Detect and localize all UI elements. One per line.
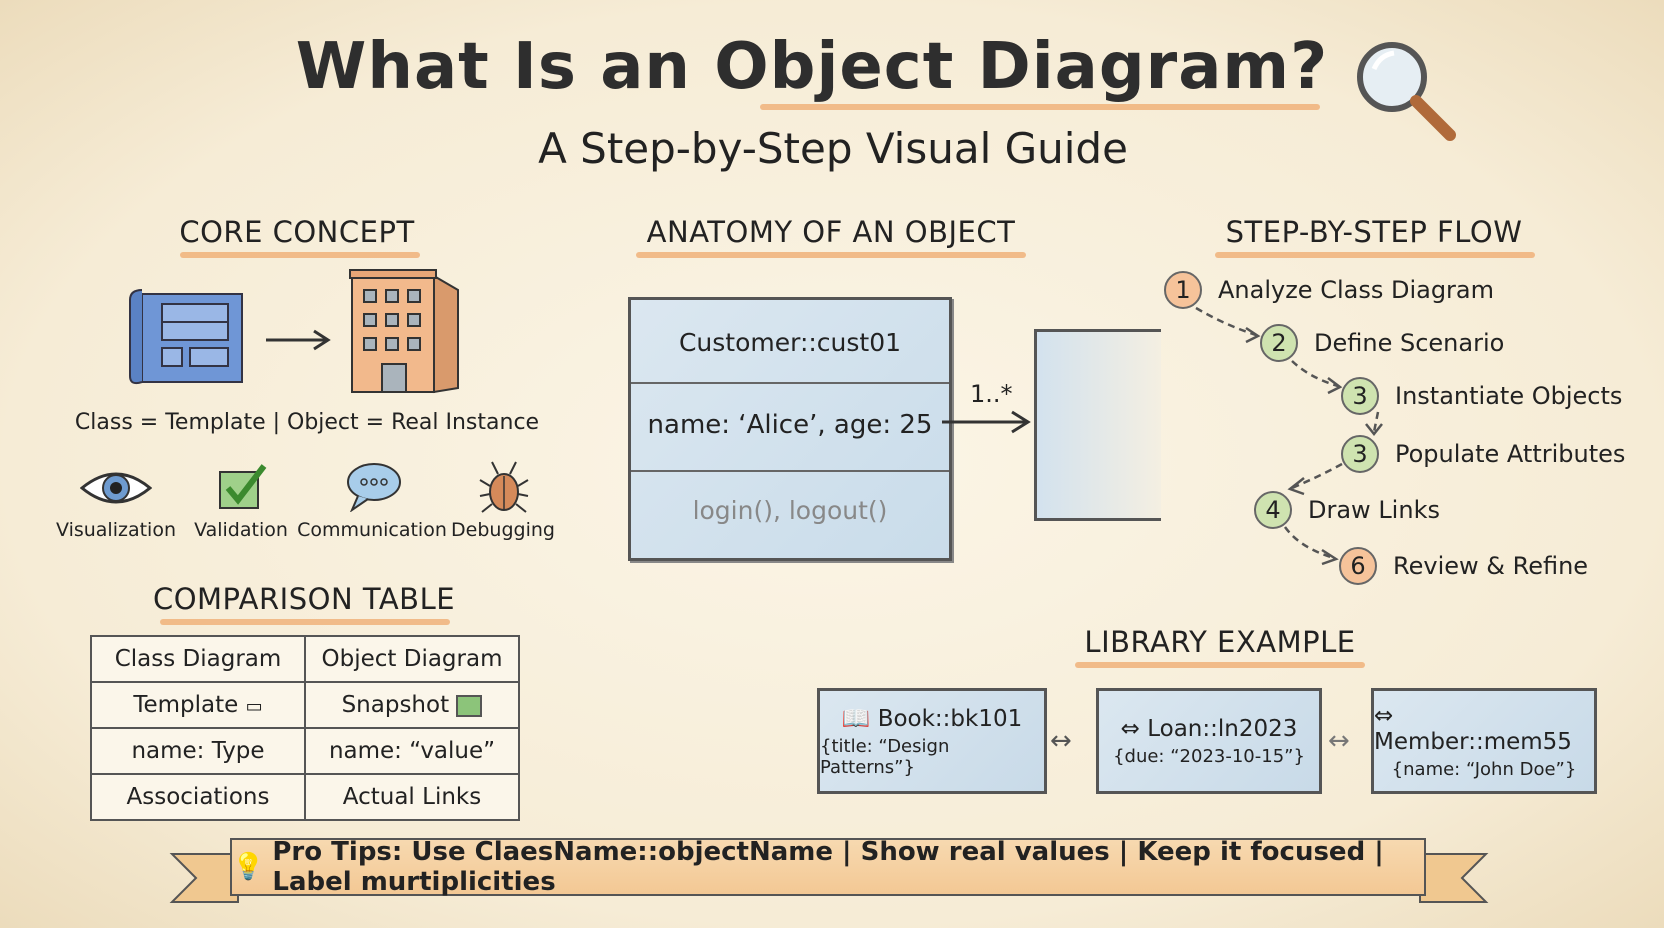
magnifier-icon (1357, 42, 1456, 141)
table-row: name: Type name: “value” (90, 727, 520, 775)
object-operations: login(), logout() (692, 496, 888, 525)
step-label: Instantiate Objects (1395, 382, 1623, 410)
object-box: Customer::cust01 name: ‘Alice’, age: 25 … (628, 297, 952, 561)
lightbulb-icon: 💡 (232, 852, 265, 882)
object-attributes: name: ‘Alice’, age: 25 (647, 410, 933, 440)
object-name: Member::mem55 (1374, 728, 1572, 755)
divider (631, 470, 949, 472)
table-header: Class Diagram (90, 635, 306, 683)
object-attrs: {title: “Design Patterns”} (820, 735, 950, 778)
step-number-badge: 6 (1339, 547, 1377, 585)
library-object-member: ⇔ Member::mem55 {name: “John Doe”} (1371, 688, 1597, 794)
building-icon (349, 269, 459, 394)
table-cell: name: Type (90, 727, 306, 775)
step-number-badge: 3 (1341, 435, 1379, 473)
page-title: What Is an Object Diagram? (295, 30, 1329, 104)
library-object-loan: ⇔ Loan::ln2023 {due: “2023-10-15”} (1096, 688, 1322, 794)
book-icon: 📖 (841, 705, 871, 732)
table-cell: Template ▭ (90, 681, 306, 729)
step-number-badge: 3 (1341, 377, 1379, 415)
arrow-icon (266, 329, 331, 351)
core-concept-heading: CORE CONCEPT (179, 215, 415, 249)
linked-object-box (1034, 329, 1161, 521)
object-name: Book::bk101 (877, 705, 1023, 732)
laptop-icon: ▭ (245, 696, 263, 717)
comparison-table: Class Diagram Object Diagram Template ▭ … (90, 635, 520, 821)
table-cell: Associations (90, 773, 306, 821)
benefit-label: Validation (194, 519, 288, 541)
flow-arrow (1283, 526, 1335, 560)
flow-arrow (1291, 360, 1339, 388)
step-label: Draw Links (1308, 496, 1440, 524)
object-attrs: {due: “2023-10-15”} (1113, 745, 1305, 767)
table-cell: name: “value” (304, 727, 520, 775)
page-subtitle: A Step-by-Step Visual Guide (538, 124, 1128, 173)
pro-tips-text: Pro Tips: Use ClaesName::objectName | Sh… (272, 837, 1384, 897)
heading-underline (636, 252, 1026, 258)
step-number-badge: 1 (1164, 271, 1202, 309)
object-name: Customer::cust01 (678, 328, 902, 357)
heading-underline (1215, 252, 1535, 258)
benefit-label: Debugging (451, 519, 555, 541)
object-attrs: {name: “John Doe”} (1391, 758, 1577, 780)
step-number-badge: 2 (1260, 324, 1298, 362)
divider (631, 382, 949, 384)
association-arrow (942, 410, 1031, 434)
library-object-book: 📖 Book::bk101 {title: “Design Patterns”} (817, 688, 1047, 794)
flow-arrow (1372, 411, 1380, 433)
double-arrow-icon: ⇔ (1120, 715, 1140, 742)
title-underline (760, 104, 1320, 110)
speech-bubble-icon (347, 463, 401, 512)
cell-text: Template (133, 692, 239, 718)
table-header: Object Diagram (304, 635, 520, 683)
step-label: Define Scenario (1314, 329, 1505, 357)
heading-underline (160, 619, 450, 625)
table-row: Template ▭ Snapshot (90, 681, 520, 729)
pro-tips-banner: 💡 Pro Tips: Use ClaesName::objectName | … (230, 837, 1426, 897)
benefit-label: Communication (297, 519, 447, 541)
flow-arrow (1291, 462, 1343, 490)
step-number-badge: 4 (1254, 491, 1292, 529)
benefit-label: Visualization (55, 519, 177, 541)
object-name: Loan::ln2023 (1147, 715, 1298, 742)
table-cell: Actual Links (304, 773, 520, 821)
heading-underline (1075, 662, 1365, 668)
heading-underline (180, 252, 420, 258)
table-row: Associations Actual Links (90, 773, 520, 821)
library-heading: LIBRARY EXAMPLE (1084, 625, 1356, 659)
table-header-row: Class Diagram Object Diagram (90, 635, 520, 683)
flow-heading: STEP-BY-STEP FLOW (1225, 215, 1523, 249)
cell-text: Snapshot (341, 692, 450, 718)
eye-icon (80, 472, 152, 504)
banner-tail-left (169, 853, 239, 903)
anatomy-heading: ANATOMY OF AN OBJECT (646, 215, 1016, 249)
checkbox-icon (219, 464, 267, 509)
multiplicity-label: 1..* (970, 380, 1013, 408)
bug-icon (479, 461, 529, 513)
photo-icon (456, 694, 483, 717)
blueprint-icon (129, 289, 243, 385)
double-arrow-icon: ⇔ (1374, 702, 1394, 729)
step-label: Review & Refine (1393, 552, 1589, 580)
link-arrow: ↔ (1328, 726, 1350, 756)
step-label: Analyze Class Diagram (1218, 276, 1495, 304)
link-arrow: ↔ (1050, 726, 1072, 756)
concept-caption: Class = Template | Object = Real Instanc… (74, 410, 540, 435)
step-label: Populate Attributes (1395, 440, 1626, 468)
flow-arrow (1195, 306, 1257, 337)
table-cell: Snapshot (304, 681, 520, 729)
comparison-heading: COMPARISON TABLE (152, 582, 456, 616)
